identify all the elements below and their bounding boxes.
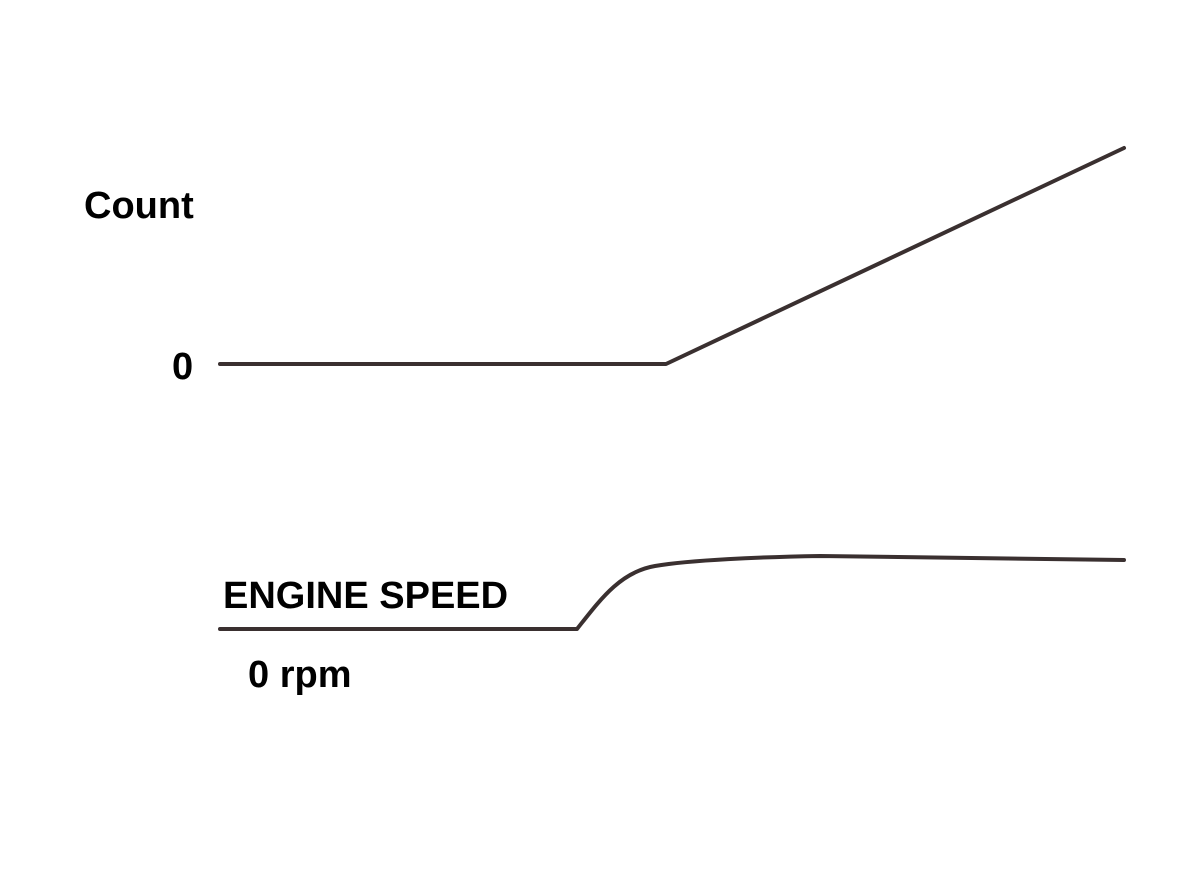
engine-speed-trace <box>218 554 1126 631</box>
rpm-zero-label: 0 rpm <box>248 654 352 696</box>
count-zero-label: 0 <box>172 346 194 388</box>
engine-speed-label: ENGINE SPEED <box>223 575 509 617</box>
count-trace <box>218 146 1126 366</box>
count-axis-label: Count <box>84 185 194 227</box>
